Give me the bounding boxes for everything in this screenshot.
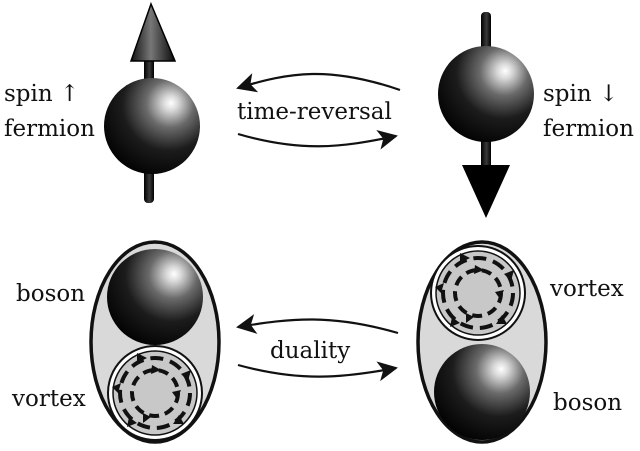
spin-down-label: spin ↓ bbox=[543, 81, 618, 107]
boson-left-label: boson bbox=[16, 281, 85, 307]
vortex-right-icon bbox=[429, 244, 527, 342]
vortex-boson-capsule-right bbox=[416, 240, 548, 444]
duality-arrow-left bbox=[236, 314, 399, 335]
time-reversal-label: time-reversal bbox=[237, 99, 392, 125]
spin-up-arrowhead bbox=[129, 1, 177, 62]
vortex-left-label: vortex bbox=[11, 386, 86, 412]
vortex-left-icon bbox=[106, 344, 204, 442]
spin-up-label: spin ↑ bbox=[4, 81, 79, 107]
spin-up-fermion bbox=[104, 1, 200, 203]
spin-down-ball bbox=[438, 46, 534, 142]
boson-right-label: boson bbox=[553, 390, 622, 416]
duality-label: duality bbox=[270, 338, 350, 364]
time-reversal-arrow-left bbox=[236, 72, 401, 93]
boson-right-ball bbox=[434, 344, 530, 440]
duality-arrows bbox=[236, 314, 399, 382]
spin-down-fermion bbox=[438, 12, 534, 218]
boson-vortex-capsule-left bbox=[89, 240, 221, 444]
time-reversal-arrows bbox=[236, 72, 401, 150]
spin-down-fermion-label: fermion bbox=[543, 116, 634, 142]
spin-up-fermion-label: fermion bbox=[4, 116, 95, 142]
boson-left-ball bbox=[107, 249, 203, 345]
spin-down-arrowhead bbox=[462, 165, 510, 218]
duality-arrow-right bbox=[237, 361, 398, 382]
time-reversal-arrow-right bbox=[237, 129, 398, 150]
spin-up-ball bbox=[104, 78, 200, 174]
vortex-right-label: vortex bbox=[549, 276, 624, 302]
